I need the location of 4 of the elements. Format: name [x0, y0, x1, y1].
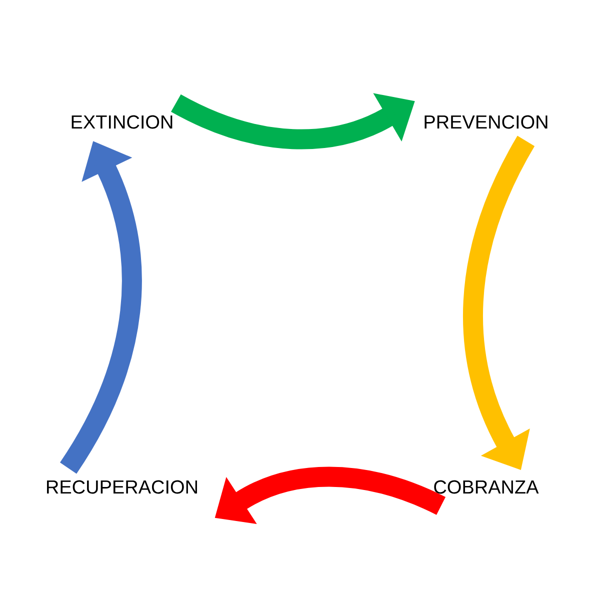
step-label: PREVENCION	[424, 115, 548, 129]
step-label: RECUPERACION	[47, 480, 197, 494]
step-label: EXTINCION	[72, 115, 172, 129]
step-label: COBRANZA	[434, 480, 539, 494]
